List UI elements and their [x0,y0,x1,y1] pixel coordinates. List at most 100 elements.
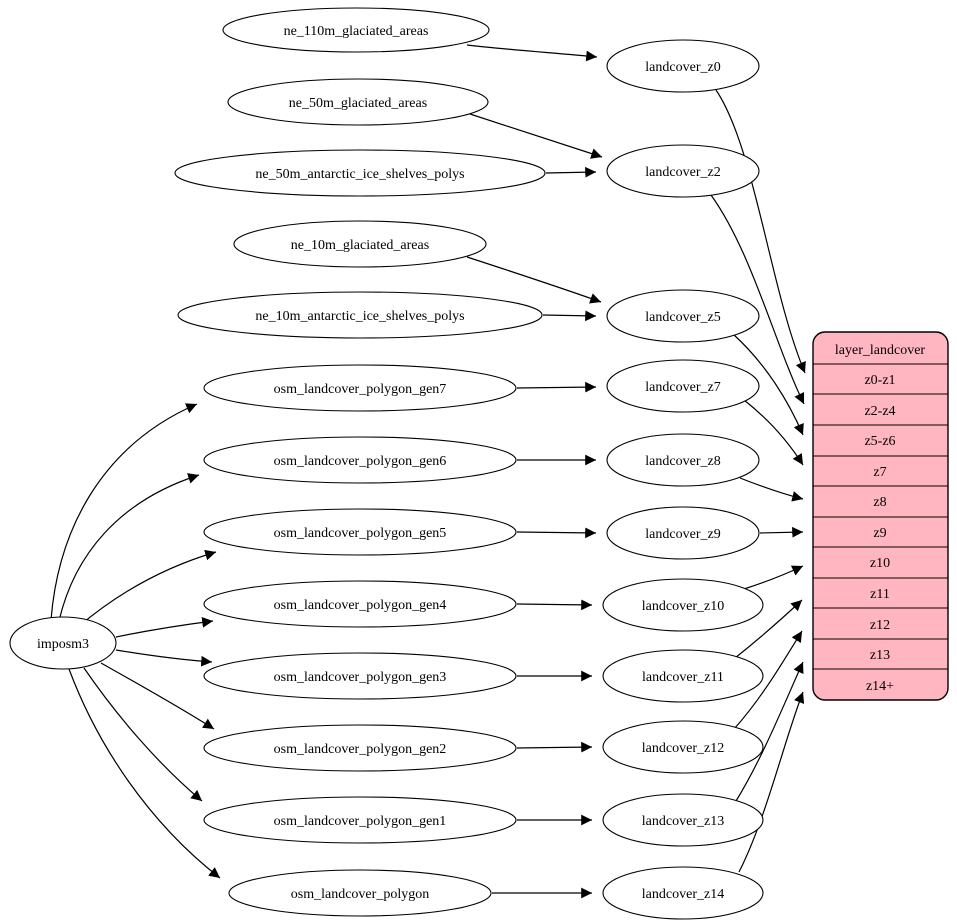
edge-imposm3-to-osm-landcover-polygon-gen7 [50,403,198,621]
edge-osm-landcover-polygon-gen2-to-landcover-z12 [516,741,593,753]
record-row-z14plus: z14+ [866,679,894,694]
node-landcover-z5: landcover_z5 [606,289,760,343]
record-row-z0-z1: z0-z1 [864,373,895,388]
node-label: ne_110m_glaciated_areas [284,24,429,39]
node-ne-50m-antarctic-ice-shelves-polys: ne_50m_antarctic_ice_shelves_polys [174,149,546,197]
node-osm-landcover-polygon-gen6: osm_landcover_polygon_gen6 [203,436,517,484]
edge-imposm3-to-osm-landcover-polygon-gen2 [100,662,215,730]
edge-landcover-z10-to-row-z10 [743,565,804,590]
node-landcover-z7: landcover_z7 [606,359,760,413]
node-osm-landcover-polygon-gen5: osm_landcover_polygon_gen5 [203,508,517,556]
node-landcover-z13: landcover_z13 [602,793,764,847]
node-label: landcover_z12 [642,741,724,756]
node-landcover-z12: landcover_z12 [602,720,764,774]
edge-osm-landcover-polygon-gen5-to-landcover-z9 [516,527,597,539]
node-osm-landcover-polygon-gen1: osm_landcover_polygon_gen1 [203,796,517,844]
node-ne-110m-glaciated-areas: ne_110m_glaciated_areas [222,7,490,53]
node-landcover-z8: landcover_z8 [606,433,760,487]
edge-imposm3-to-osm-landcover-polygon-gen1 [83,667,203,802]
node-label: ne_50m_glaciated_areas [289,96,427,111]
node-osm-landcover-polygon: osm_landcover_polygon [228,869,492,917]
record-row-z5-z6: z5-z6 [864,434,895,449]
edge-ne-10m-glaciated-areas-to-landcover-z5 [466,256,602,304]
edge-landcover-z9-to-row-z9 [759,526,804,538]
node-osm-landcover-polygon-gen2: osm_landcover_polygon_gen2 [203,724,517,772]
node-landcover-z0: landcover_z0 [606,39,760,93]
node-ellipse [203,796,517,844]
edge-landcover-z11-to-row-z11 [734,599,803,659]
node-ellipse [606,359,760,413]
node-label: osm_landcover_polygon_gen6 [274,454,447,469]
node-label: osm_landcover_polygon_gen1 [274,814,447,829]
node-ellipse [174,149,546,197]
node-label: landcover_z9 [645,527,720,542]
record-row-z9: z9 [873,526,886,541]
node-ellipse [203,364,517,412]
record-row-z7: z7 [873,465,886,480]
record-header-label: layer_landcover [835,343,926,358]
edge-landcover-z8-to-row-z8 [739,477,804,502]
node-landcover-z9: landcover_z9 [606,506,760,560]
node-ne-50m-glaciated-areas: ne_50m_glaciated_areas [227,78,489,126]
node-ellipse [606,39,760,93]
node-label: osm_landcover_polygon_gen7 [274,382,447,397]
edge-landcover-z7-to-row-z7 [743,399,804,466]
node-label: osm_landcover_polygon_gen5 [274,526,447,541]
node-osm-landcover-polygon-gen4: osm_landcover_polygon_gen4 [203,580,517,628]
node-label: osm_landcover_polygon_gen2 [274,742,447,757]
node-ellipse [233,220,487,268]
edge-group [50,44,806,899]
node-label: landcover_z14 [642,887,724,902]
edge-landcover-z0-to-row-z0-z1 [715,89,806,374]
edge-landcover-z12-to-row-z12 [733,630,803,730]
edge-landcover-z5-to-row-z5-z6 [732,333,804,436]
record-row-z8: z8 [873,495,886,510]
node-ellipse [203,652,517,700]
node-ellipse [602,866,764,920]
node-ellipse [203,724,517,772]
node-label: landcover_z2 [645,165,720,180]
node-ellipse [203,436,517,484]
node-imposm3: imposm3 [9,616,117,670]
record-row-z11: z11 [870,587,890,602]
edge-ne-10m-antarctic-ice-shelves-polys-to-landcover-z5 [542,310,597,322]
record-row-z10: z10 [870,556,890,571]
node-label: ne_10m_glaciated_areas [291,238,429,253]
node-ellipse [9,616,117,670]
node-ellipse [606,289,760,343]
edge-landcover-z14-to-row-z14plus [738,691,805,873]
node-ellipse [227,78,489,126]
node-ne-10m-glaciated-areas: ne_10m_glaciated_areas [233,220,487,268]
node-landcover-z11: landcover_z11 [602,649,764,703]
edge-ne-50m-glaciated-areas-to-landcover-z2 [469,113,603,159]
node-ellipse [602,793,764,847]
node-label: imposm3 [37,637,89,652]
node-label: landcover_z10 [642,599,724,614]
node-ellipse [203,508,517,556]
node-ellipse [602,720,764,774]
edge-landcover-z13-to-row-z13 [735,661,804,802]
node-landcover-z10: landcover_z10 [602,578,764,632]
node-ellipse [606,433,760,487]
edge-imposm3-to-osm-landcover-polygon-gen6 [58,473,200,622]
node-landcover-z2: landcover_z2 [606,144,760,198]
edge-imposm3-to-osm-landcover-polygon [68,668,221,879]
edge-imposm3-to-osm-landcover-polygon-gen4 [115,617,214,638]
node-ellipse [203,580,517,628]
record-row-z13: z13 [870,648,890,663]
node-label: landcover_z13 [642,814,724,829]
node-landcover-z14: landcover_z14 [602,866,764,920]
node-label: landcover_z11 [642,670,724,685]
node-ellipse [602,578,764,632]
node-ellipse [606,506,760,560]
edge-ne-50m-antarctic-ice-shelves-polys-to-landcover-z2 [545,166,597,178]
node-label: osm_landcover_polygon_gen3 [274,670,447,685]
node-osm-landcover-polygon-gen3: osm_landcover_polygon_gen3 [203,652,517,700]
node-ne-10m-antarctic-ice-shelves-polys: ne_10m_antarctic_ice_shelves_polys [177,291,543,339]
node-label: osm_landcover_polygon_gen4 [274,598,447,613]
edge-imposm3-to-osm-landcover-polygon-gen3 [115,649,213,667]
edge-osm-landcover-polygon-gen7-to-landcover-z7 [516,381,597,393]
edge-landcover-z2-to-row-z2-z4 [710,194,805,405]
node-label: ne_10m_antarctic_ice_shelves_polys [255,309,464,324]
node-label: landcover_z5 [645,310,720,325]
